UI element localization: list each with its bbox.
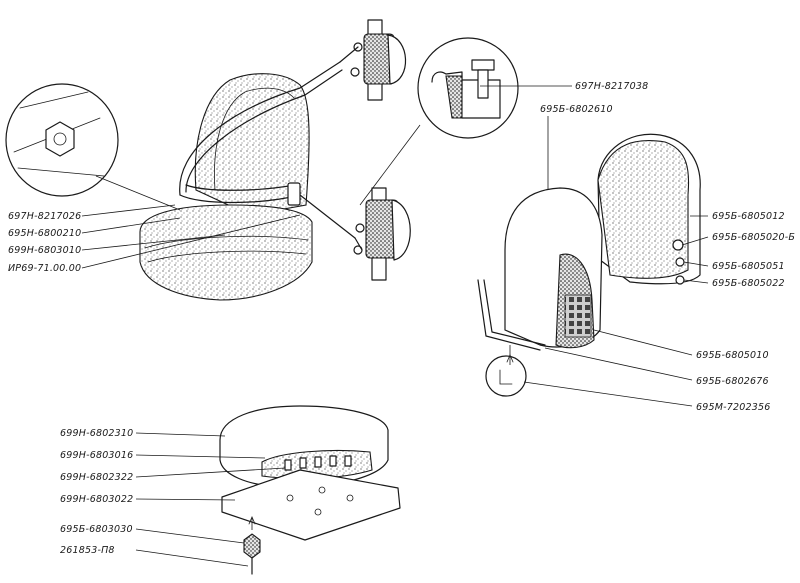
part-labels: 697Н-8217026 695Н-6800210 699Н-6803010 И…: [8, 81, 795, 567]
lower-belt-retractor: [353, 187, 411, 281]
label-seat-belt-buckle: 697Н-8217026: [8, 211, 81, 222]
hex-nut-detail: [5, 83, 181, 211]
armrest-slots: [284, 455, 352, 471]
upper-belt-retractor: [339, 19, 407, 101]
belt-anchor-detail: [359, 37, 520, 206]
label-armrest-screw: 261853-П8: [60, 545, 115, 556]
label-armrest-bolt: 695Б-6803030: [60, 524, 133, 535]
label-back-frame: 695Б-6805010: [696, 350, 769, 361]
label-back-nut: 695Б-6805022: [712, 278, 785, 289]
label-back-bolt: 695Б-6805051: [712, 261, 785, 272]
label-armrest-base: 699Н-6803022: [60, 494, 133, 505]
label-back-cover-2: 695Б-6805020-Б: [712, 232, 795, 243]
label-armrest-pad: 699Н-6802322: [60, 472, 133, 483]
label-armrest-top: 699Н-6802310: [60, 428, 133, 439]
label-back-cover-1: 695Б-6805012: [712, 211, 785, 222]
label-tool-key: 695М-7202356: [696, 402, 770, 413]
label-frame-mat: ИР69-71.00.00: [8, 263, 81, 274]
armrest-exploded: [219, 405, 401, 575]
label-backrest-assembly: 695Б-6802610: [540, 104, 613, 115]
label-belt-anchor-detail: 697Н-8217038: [575, 81, 648, 92]
label-armrest-cover: 699Н-6803016: [60, 450, 133, 461]
backrest-exploded: [477, 133, 701, 397]
label-cushion: 699Н-6803010: [8, 245, 81, 256]
label-back-pad: 695Б-6802676: [696, 376, 769, 387]
main-seat: [139, 61, 356, 301]
label-seat-assembly: 695Н-6800210: [8, 228, 81, 239]
